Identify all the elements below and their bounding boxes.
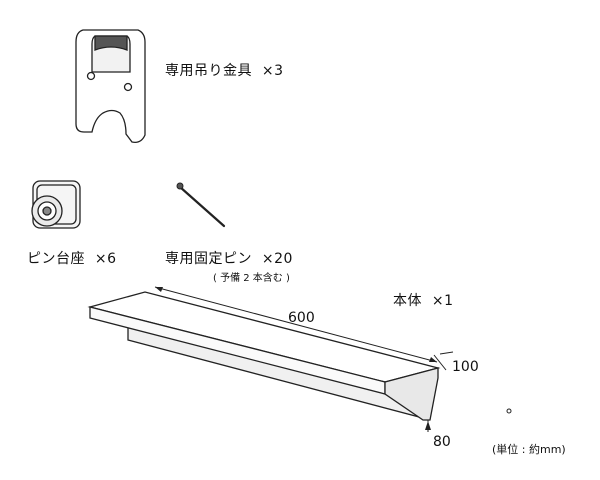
main-body-label: 本体 ×1 (393, 290, 454, 310)
unit-note: (単位 : 約mm) (492, 443, 566, 456)
fixing-pin-note: ( 予備 2 本含む ) (213, 273, 290, 284)
pin-base-drawing (31, 180, 81, 229)
fixing-pin-name: 専用固定ピン (165, 251, 252, 267)
shelf-drawing (87, 291, 441, 421)
small-circle-mark (506, 408, 512, 414)
hanging-bracket-label: 専用吊り金具 ×3 (165, 60, 284, 80)
pin-base-name: ピン台座 (27, 251, 85, 267)
main-body-name: 本体 (393, 293, 422, 309)
fixing-pin-label: 専用固定ピン ×20 (165, 248, 293, 268)
hanging-bracket-qty: ×3 (261, 63, 284, 79)
hanging-bracket-name: 専用吊り金具 (165, 63, 252, 79)
depth-dimension: 100 (452, 359, 479, 375)
length-dimension: 600 (288, 310, 315, 326)
pin-base-qty: ×6 (94, 251, 117, 267)
fixing-pin-qty: ×20 (261, 251, 293, 267)
dimension-lines (154, 286, 454, 432)
fixing-pin-drawing (176, 182, 226, 228)
height-dimension: 80 (433, 434, 451, 450)
pin-base-label: ピン台座 ×6 (27, 248, 117, 268)
hanging-bracket-drawing (75, 29, 146, 143)
main-body-qty: ×1 (431, 293, 454, 309)
